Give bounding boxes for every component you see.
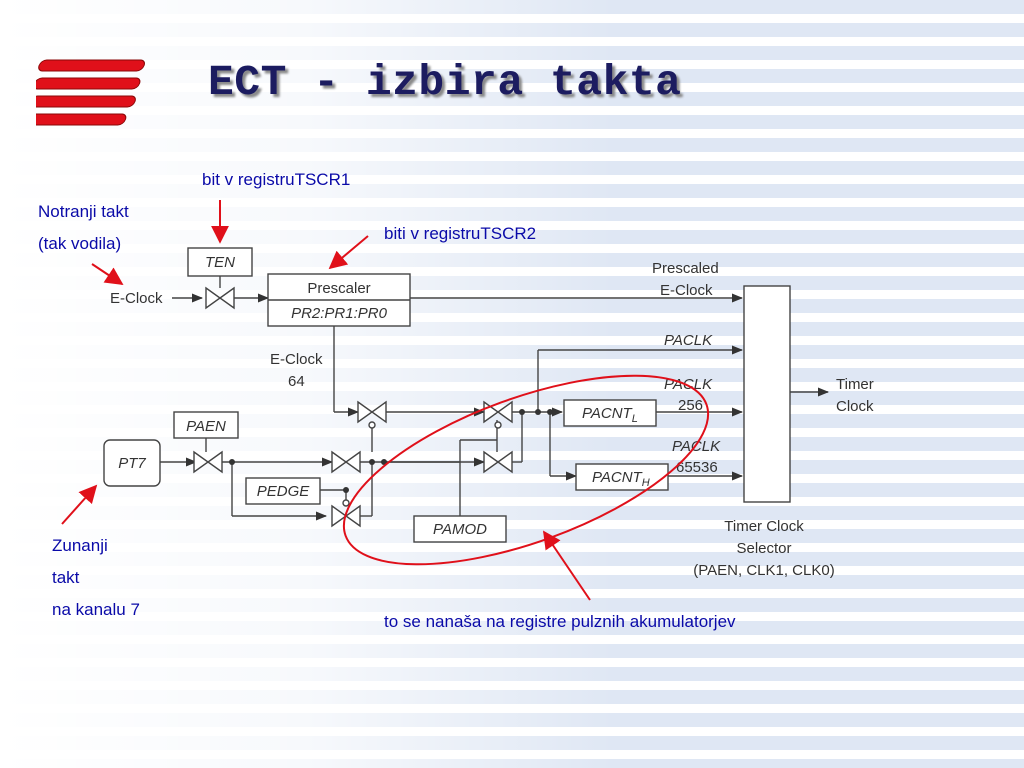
logo-icon (36, 59, 145, 126)
prescaler-bits-note: biti v registruTSCR2 (384, 224, 537, 243)
ten-block (187, 247, 253, 277)
paen-gate (193, 450, 223, 474)
pedge-block (245, 477, 321, 505)
prescaled-label-2: E-Clock (660, 282, 713, 299)
prescaler-label: Prescaler (307, 280, 370, 297)
inv-gate (331, 499, 361, 528)
pt7-label: PT7 (118, 455, 146, 472)
selector-label-3: (PAEN, CLK1, CLK0) (693, 562, 834, 579)
paclk256-label-1: PACLK (664, 376, 713, 393)
eclock64-label-1: E-Clock (270, 351, 323, 368)
timer-clock-selector (743, 285, 791, 503)
prescaler-arrow (328, 235, 369, 270)
page-title: ECT - izbira takta (208, 58, 682, 107)
eclk64-gate (357, 400, 387, 429)
external-clock-note: Zunanji takt na kanalu 7 (52, 536, 140, 619)
ten-label: TEN (205, 254, 235, 271)
paclk65536-label-2: 65536 (676, 459, 718, 476)
pamod-block (413, 515, 507, 543)
pacntl-label: PACNTL (582, 405, 638, 425)
pacnth-label: PACNTH (592, 469, 650, 489)
pamod-gate-upper (483, 400, 513, 429)
paen-label: PAEN (186, 418, 226, 435)
paclk-label: PACLK (664, 332, 713, 349)
selector-label-1: Timer Clock (724, 518, 804, 535)
paen-block (173, 411, 239, 439)
pt7-arrow (61, 484, 98, 525)
prescaler-bits-label: PR2:PR1:PR0 (291, 305, 388, 322)
timer-clock-label-1: Timer (836, 376, 874, 393)
pacntl-block (563, 399, 657, 427)
internal-clock-note: Notranji takt (tak vodila) (38, 202, 129, 253)
paclk256-label-2: 256 (678, 397, 703, 414)
eclock-arrow (91, 263, 124, 285)
pamod-gate-lower (483, 450, 513, 474)
timer-clock-label-2: Clock (836, 398, 874, 415)
pacnt-arrow (542, 530, 591, 601)
eclock64-label-2: 64 (288, 373, 305, 390)
ten-gate (205, 286, 235, 310)
pamod-label: PAMOD (433, 521, 487, 538)
pt7-block (103, 439, 161, 487)
pt7-gate (331, 450, 361, 474)
selector-label-2: Selector (736, 540, 791, 557)
pedge-label: PEDGE (257, 483, 311, 500)
ten-bit-note: bit v registruTSCR1 (202, 170, 351, 189)
prescaled-label-1: Prescaled (652, 260, 719, 277)
paclk65536-label-1: PACLK (672, 438, 721, 455)
pulse-acc-note: to se nanaša na registre pulznih akumula… (384, 612, 736, 631)
eclock-label: E-Clock (110, 290, 163, 307)
